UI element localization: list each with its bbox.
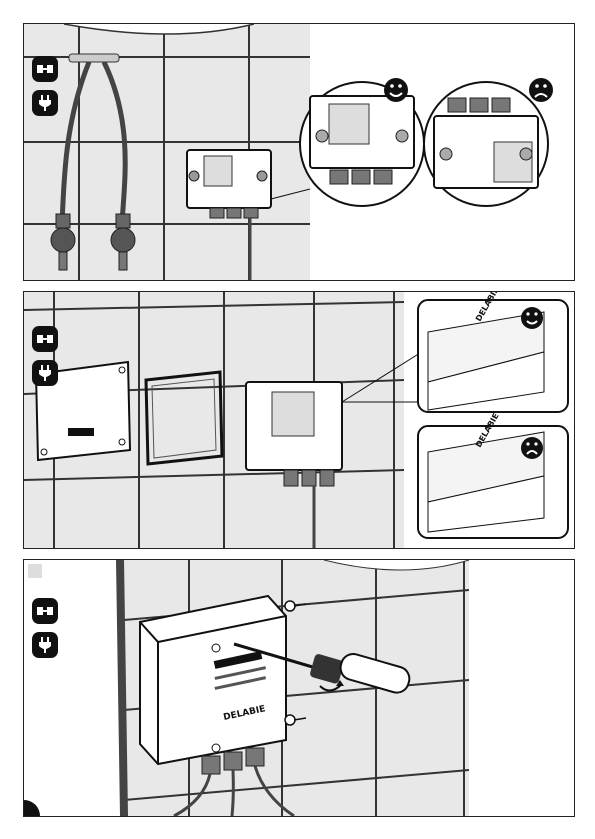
power-plug-icon	[32, 360, 58, 386]
supply-pipe	[120, 560, 124, 816]
step-number-box	[28, 564, 42, 578]
smiley-sad-icon	[529, 78, 553, 102]
zoom-detail-correct	[300, 82, 424, 206]
water-supply-icon	[32, 56, 58, 82]
smiley-sad-icon	[521, 437, 543, 459]
requirement-icons	[32, 598, 58, 658]
panel-gasket-check: DELABIE DELABIE	[23, 291, 575, 549]
junction-box-closed: DELABIE	[140, 596, 286, 764]
requirement-icons	[32, 56, 58, 116]
smiley-happy-icon	[521, 307, 543, 329]
smiley-happy-icon	[384, 78, 408, 102]
water-supply-icon	[32, 326, 58, 352]
panel-2-illustration: DELABIE DELABIE	[24, 292, 574, 548]
panel-3-illustration: DELABIE	[24, 560, 574, 816]
panel-screw-fixing: DELABIE	[23, 559, 575, 817]
power-plug-icon	[32, 632, 58, 658]
zoom-gasket-incorrect: DELABIE	[418, 412, 568, 538]
water-supply-icon	[32, 598, 58, 624]
zoom-detail-incorrect	[424, 82, 548, 206]
panel-1-illustration	[24, 24, 574, 280]
power-plug-icon	[32, 90, 58, 116]
requirement-icons	[32, 326, 58, 386]
panel-installation-connection	[23, 23, 575, 281]
zoom-gasket-correct: DELABIE	[418, 292, 568, 412]
